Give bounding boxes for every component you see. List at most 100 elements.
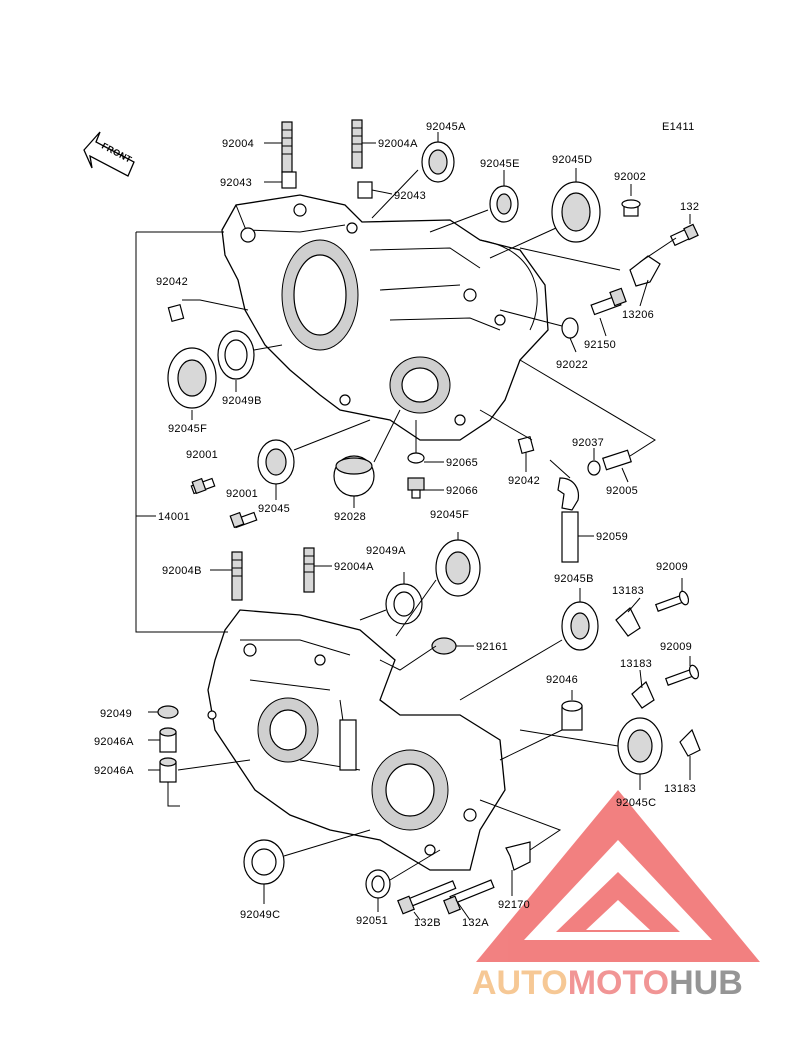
lower-crankcase [207, 609, 506, 871]
label-92042-right: 92042 [508, 475, 540, 487]
label-92042-left: 92042 [156, 276, 188, 288]
watermark-part-moto: MOTO [568, 964, 669, 1002]
dowel-92042-right [517, 435, 535, 455]
plug-92066 [407, 477, 425, 499]
stud-92004B [231, 551, 243, 601]
label-92045B: 92045B [554, 573, 594, 585]
label-92045D: 92045D [552, 154, 592, 166]
label-92004B: 92004B [162, 565, 202, 577]
label-92004A-top: 92004A [378, 138, 418, 150]
bearing-92045B [561, 601, 599, 651]
leader-lines [135, 132, 691, 921]
bearing-92045 [257, 439, 295, 485]
dowel-92043-left [281, 171, 297, 189]
label-92046: 92046 [546, 674, 578, 686]
fitting-13206 [629, 255, 661, 287]
label-92059: 92059 [596, 531, 628, 543]
collar-92028 [333, 455, 375, 497]
dowel-92043-right [357, 181, 373, 199]
upper-crankcase [221, 194, 549, 441]
dowel-92042-left [167, 303, 185, 323]
label-92045A: 92045A [426, 121, 466, 133]
label-92049B: 92049B [222, 395, 262, 407]
bearing-92046A-b [159, 757, 177, 783]
label-13183-c: 13183 [664, 783, 696, 795]
label-92022: 92022 [556, 359, 588, 371]
stud-92004-top [281, 121, 293, 173]
label-92049A: 92049A [366, 545, 406, 557]
label-92045E: 92045E [480, 158, 520, 170]
bearing-92046 [561, 700, 583, 731]
bolt-92001-b [229, 511, 258, 529]
label-13183-b: 13183 [620, 658, 652, 670]
washer-92022 [561, 317, 579, 339]
label-92045C: 92045C [616, 797, 656, 809]
watermark-part-auto: AUTO [472, 964, 568, 1002]
label-92001-a: 92001 [186, 449, 218, 461]
label-92049C: 92049C [240, 909, 280, 921]
label-92045F-right: 92045F [430, 509, 469, 521]
fitting-92005 [602, 449, 632, 471]
part-labels: 92004 92043 92004A 92043 92045A 92045E 9… [94, 121, 699, 929]
label-13206: 13206 [622, 309, 654, 321]
label-92001-b: 92001 [226, 488, 258, 500]
label-132B: 132B [414, 917, 441, 929]
bracket-92170 [505, 841, 531, 871]
clamp-13183-b [631, 681, 655, 709]
label-92043-left: 92043 [220, 177, 252, 189]
bearing-92045F-left [167, 347, 217, 409]
label-92046A-b: 92046A [94, 765, 134, 777]
label-92049: 92049 [100, 708, 132, 720]
watermark-text: AUTOMOTOHUB [472, 964, 743, 1002]
seal-92049C [243, 839, 285, 885]
label-92004A-mid: 92004A [334, 561, 374, 573]
hose-92059-top [557, 477, 580, 511]
stud-92004A-top [351, 119, 363, 169]
label-92037: 92037 [572, 437, 604, 449]
diagram-code: E1411 [662, 121, 695, 133]
clamp-13183-a [615, 607, 641, 637]
bolt-92002 [621, 199, 641, 217]
bearing-92045F-right [435, 539, 481, 597]
watermark-auto: AUTOMOTOHUB [472, 964, 743, 1002]
label-13183-a: 13183 [612, 585, 644, 597]
label-92028: 92028 [334, 511, 366, 523]
label-92170: 92170 [498, 899, 530, 911]
seal-92049A [385, 583, 423, 625]
label-92045: 92045 [258, 503, 290, 515]
watermark-part-hub: HUB [669, 964, 743, 1002]
label-92046A-a: 92046A [94, 736, 134, 748]
label-92150: 92150 [584, 339, 616, 351]
seal-92049B [217, 330, 255, 380]
label-92051: 92051 [356, 915, 388, 927]
label-132-top: 132 [680, 201, 699, 213]
label-132A: 132A [462, 917, 489, 929]
label-92161: 92161 [476, 641, 508, 653]
label-92045F-left: 92045F [168, 423, 207, 435]
bolt-132B [397, 880, 457, 915]
sleeve-92049 [157, 705, 179, 719]
bolt-132-top [669, 223, 699, 247]
bearing-92045E [489, 185, 519, 223]
screw-92009-a [654, 590, 690, 612]
valve-92150 [590, 287, 627, 316]
label-92043-right: 92043 [394, 190, 426, 202]
label-92065: 92065 [446, 457, 478, 469]
bolt-92001-a [190, 477, 216, 495]
bearing-92045C [617, 717, 663, 775]
bearing-92045A [421, 141, 455, 183]
washer-92065 [407, 452, 425, 464]
label-92005: 92005 [606, 485, 638, 497]
stud-92004A-mid [303, 547, 315, 593]
label-92066: 92066 [446, 485, 478, 497]
watermark-logo [476, 790, 760, 962]
screw-92009-b [664, 664, 700, 686]
clamp-13183-c [679, 728, 701, 757]
watermark-triangle-gap [586, 900, 650, 930]
label-92004: 92004 [222, 138, 254, 150]
seal-92051 [365, 869, 391, 899]
front-arrow: FRONT [83, 131, 135, 177]
bearing-92045D [551, 181, 601, 243]
label-14001: 14001 [158, 511, 190, 523]
